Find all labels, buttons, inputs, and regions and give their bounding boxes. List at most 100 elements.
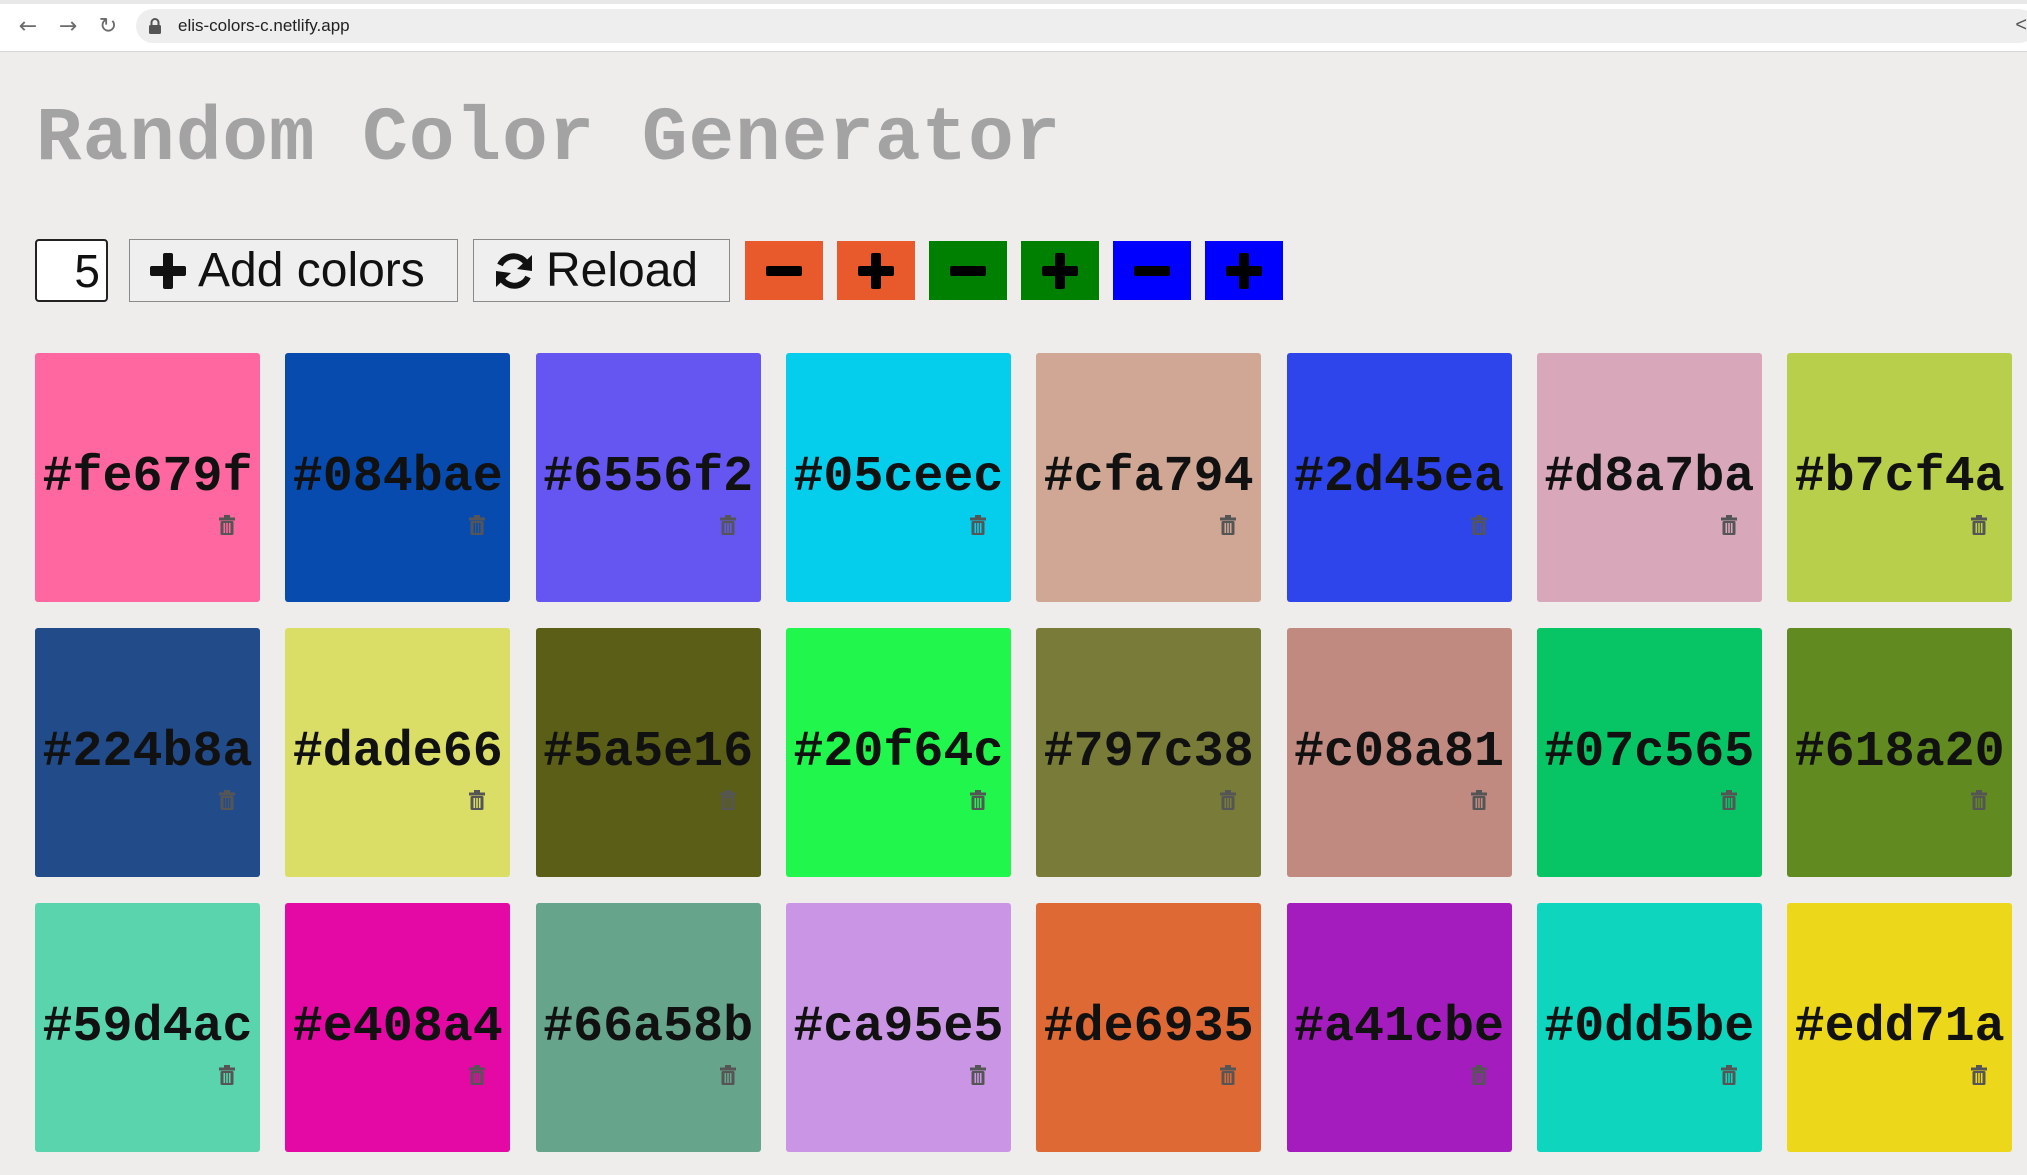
- address-bar[interactable]: elis-colors-c.netlify.app: [136, 9, 2027, 43]
- color-hex-label: #224b8a: [42, 724, 253, 781]
- color-hex-label: #084bae: [292, 449, 503, 506]
- minus-icon: [766, 265, 802, 276]
- back-icon[interactable]: ←: [18, 13, 38, 39]
- color-card[interactable]: #edd71a: [1787, 903, 2013, 1152]
- color-card[interactable]: #b7cf4a: [1787, 353, 2013, 602]
- trash-icon[interactable]: [969, 1065, 986, 1085]
- color-hex-label: #b7cf4a: [1794, 449, 2005, 506]
- color-card[interactable]: #c08a81: [1286, 628, 1512, 877]
- trash-icon[interactable]: [469, 1065, 486, 1085]
- color-hex-label: #2d45ea: [1293, 449, 1505, 506]
- trash-icon[interactable]: [719, 1065, 736, 1085]
- minus-icon: [950, 265, 986, 276]
- trash-icon[interactable]: [1470, 1065, 1487, 1085]
- color-hex-label: #618a20: [1794, 724, 2005, 781]
- trash-icon[interactable]: [1470, 790, 1487, 810]
- color-card[interactable]: #de6935: [1036, 903, 1262, 1152]
- color-card[interactable]: #ca95e5: [785, 903, 1011, 1152]
- color-hex-label: #e408a4: [292, 999, 503, 1056]
- trash-icon[interactable]: [1720, 790, 1737, 810]
- trash-icon[interactable]: [219, 515, 235, 535]
- trash-icon[interactable]: [969, 790, 986, 810]
- red-increase-button[interactable]: [837, 241, 915, 300]
- color-hex-label: #6556f2: [543, 449, 754, 506]
- color-card[interactable]: #224b8a: [35, 628, 260, 877]
- color-hex-label: #d8a7ba: [1544, 449, 1755, 506]
- page-title: Random Color Generator: [36, 96, 1062, 182]
- trash-icon[interactable]: [719, 790, 736, 810]
- trash-icon[interactable]: [219, 790, 235, 810]
- color-hex-label: #59d4ac: [42, 999, 253, 1056]
- color-card[interactable]: #e408a4: [285, 903, 511, 1152]
- color-card[interactable]: #05ceec: [785, 353, 1011, 602]
- trash-icon[interactable]: [469, 790, 486, 810]
- color-card[interactable]: #dade66: [285, 628, 511, 877]
- lock-icon: [149, 18, 161, 34]
- color-hex-label: #ca95e5: [793, 999, 1004, 1056]
- color-hex-label: #0dd5be: [1544, 999, 1755, 1056]
- trash-icon[interactable]: [1220, 1065, 1237, 1085]
- color-hex-label: #c08a81: [1293, 724, 1505, 781]
- color-hex-label: #66a58b: [543, 999, 754, 1056]
- plus-icon: [1042, 252, 1078, 289]
- trash-icon[interactable]: [1971, 515, 1988, 535]
- color-card[interactable]: #d8a7ba: [1536, 353, 1762, 602]
- color-card[interactable]: #fe679f: [35, 353, 260, 602]
- share-icon[interactable]: <: [2015, 14, 2027, 36]
- color-card[interactable]: #a41cbe: [1286, 903, 1512, 1152]
- color-hex-label: #5a5e16: [543, 724, 754, 781]
- color-hex-label: #de6935: [1043, 999, 1254, 1056]
- trash-icon[interactable]: [1720, 1065, 1737, 1085]
- trash-icon[interactable]: [1971, 790, 1988, 810]
- color-hex-label: #a41cbe: [1293, 999, 1505, 1056]
- color-card[interactable]: #797c38: [1036, 628, 1262, 877]
- blue-decrease-button[interactable]: [1113, 241, 1191, 300]
- color-hex-label: #20f64c: [793, 724, 1004, 781]
- plus-icon: [858, 252, 894, 289]
- color-hex-label: #edd71a: [1794, 999, 2005, 1056]
- color-card[interactable]: #5a5e16: [535, 628, 761, 877]
- reload-label: Reload: [546, 244, 699, 297]
- forward-icon[interactable]: →: [58, 13, 78, 39]
- green-decrease-button[interactable]: [929, 241, 1007, 300]
- trash-icon[interactable]: [969, 515, 986, 535]
- browser-toolbar: ← → ↻ elis-colors-c.netlify.app <: [0, 0, 2027, 52]
- color-hex-label: #05ceec: [793, 449, 1004, 506]
- red-decrease-button[interactable]: [745, 241, 823, 300]
- color-card[interactable]: #084bae: [285, 353, 511, 602]
- color-card[interactable]: #20f64c: [785, 628, 1011, 877]
- color-card[interactable]: #cfa794: [1036, 353, 1262, 602]
- plus-icon: [1226, 252, 1262, 289]
- color-card[interactable]: #2d45ea: [1286, 353, 1512, 602]
- trash-icon[interactable]: [719, 515, 736, 535]
- trash-icon[interactable]: [1720, 515, 1737, 535]
- color-card[interactable]: #618a20: [1787, 628, 2013, 877]
- plus-icon: [148, 251, 188, 291]
- minus-icon: [1134, 265, 1170, 276]
- trash-icon[interactable]: [1971, 1065, 1988, 1085]
- color-card[interactable]: #59d4ac: [35, 903, 260, 1152]
- trash-icon[interactable]: [219, 1065, 235, 1085]
- color-count-input[interactable]: [35, 239, 108, 302]
- trash-icon[interactable]: [469, 515, 486, 535]
- color-hex-label: #797c38: [1043, 724, 1254, 781]
- url-text: elis-colors-c.netlify.app: [178, 16, 350, 35]
- blue-increase-button[interactable]: [1205, 241, 1283, 300]
- add-colors-button[interactable]: Add colors: [129, 239, 458, 302]
- reload-button[interactable]: Reload: [473, 239, 730, 302]
- trash-icon[interactable]: [1220, 790, 1237, 810]
- tab-strip-edge: [0, 0, 2027, 4]
- color-hex-label: #cfa794: [1043, 449, 1254, 506]
- refresh-icon: [492, 249, 536, 293]
- color-card[interactable]: #07c565: [1536, 628, 1762, 877]
- color-hex-label: #07c565: [1544, 724, 1755, 781]
- trash-icon[interactable]: [1470, 515, 1487, 535]
- trash-icon[interactable]: [1220, 515, 1237, 535]
- color-card[interactable]: #6556f2: [535, 353, 761, 602]
- color-card[interactable]: #0dd5be: [1536, 903, 1762, 1152]
- add-colors-label: Add colors: [198, 244, 425, 297]
- color-hex-label: #dade66: [292, 724, 503, 781]
- reload-page-icon[interactable]: ↻: [98, 13, 118, 39]
- color-card[interactable]: #66a58b: [535, 903, 761, 1152]
- green-increase-button[interactable]: [1021, 241, 1099, 300]
